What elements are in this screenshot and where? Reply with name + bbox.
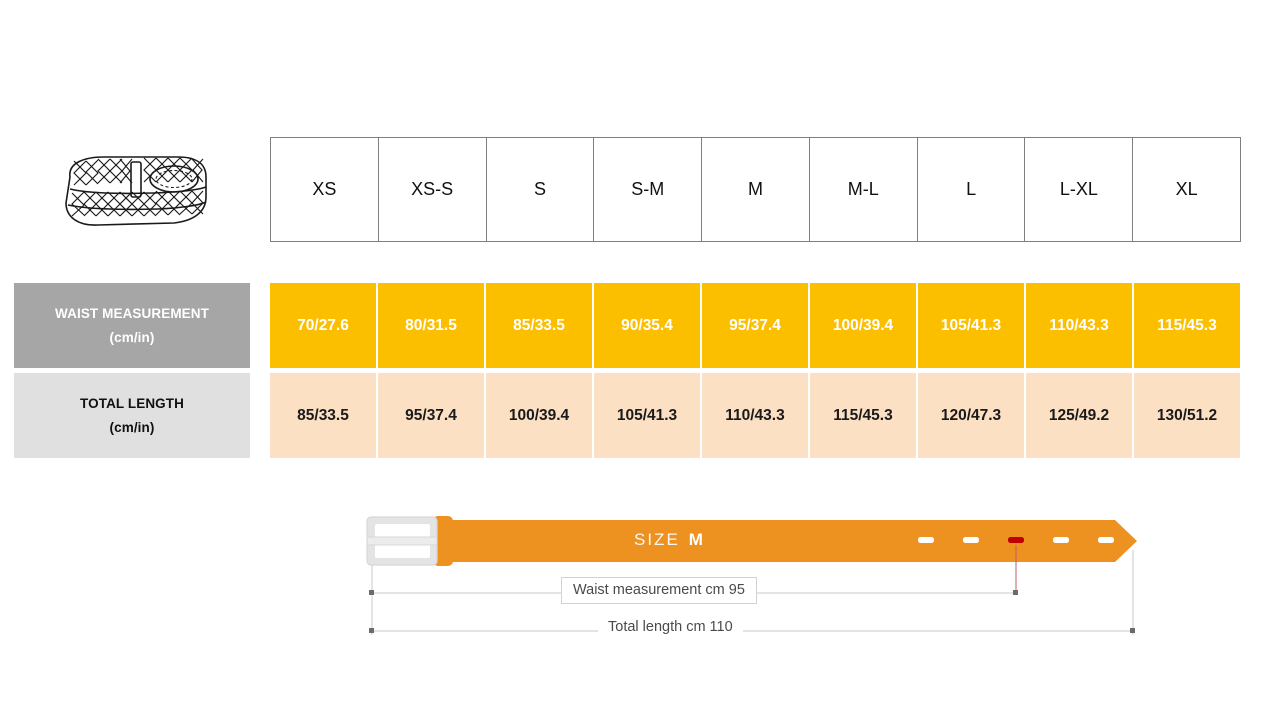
- total-length-marker-right: [1130, 628, 1135, 633]
- waist-cell: 105/41.3: [918, 283, 1024, 368]
- belt-hole: [1053, 537, 1069, 543]
- size-label: S: [533, 179, 546, 199]
- length-cell: 85/33.5: [270, 373, 376, 458]
- size-label: M-L: [847, 179, 879, 199]
- size-label: XL: [1175, 179, 1198, 199]
- belt-hole: [918, 537, 934, 543]
- waist-label-main: WAIST MEASUREMENT: [55, 305, 209, 321]
- belt-hole: [963, 537, 979, 543]
- size-header-cell-s: S: [485, 137, 595, 242]
- size-label: L-XL: [1059, 179, 1098, 199]
- size-badge-value: M: [688, 530, 703, 549]
- length-cell: 100/39.4: [486, 373, 592, 458]
- waist-dimension-marker-left: [369, 590, 374, 595]
- total-length-dimension-label: Total length cm 110: [598, 619, 743, 635]
- size-header-cell-s-m: S-M: [593, 137, 703, 242]
- size-header-cell-xs-s: XS-S: [377, 137, 487, 242]
- total-length-label: TOTAL LENGTH (cm/in): [14, 373, 250, 458]
- length-cell: 125/49.2: [1026, 373, 1132, 458]
- length-cell: 95/37.4: [378, 373, 484, 458]
- length-cell: 130/51.2: [1134, 373, 1240, 458]
- length-label-unit: (cm/in): [109, 419, 155, 435]
- braided-belt-illustration: [65, 156, 207, 226]
- waist-cell: 85/33.5: [486, 283, 592, 368]
- waist-label-unit: (cm/in): [109, 329, 155, 345]
- waist-value-cells: 70/27.6 80/31.5 85/33.5 90/35.4 95/37.4 …: [270, 283, 1240, 368]
- total-length-row: TOTAL LENGTH (cm/in) 85/33.5 95/37.4 100…: [14, 373, 1240, 458]
- waist-cell: 80/31.5: [378, 283, 484, 368]
- length-cell: 110/43.3: [702, 373, 808, 458]
- size-badge-word: SIZE: [634, 530, 680, 549]
- length-cell: 105/41.3: [594, 373, 700, 458]
- size-header-cell-xl: XL: [1132, 137, 1242, 242]
- waist-measurement-row: WAIST MEASUREMENT (cm/in) 70/27.6 80/31.…: [14, 283, 1240, 368]
- belt-buckle-prong-bar: [367, 537, 437, 545]
- size-header-cell-l-xl: L-XL: [1024, 137, 1134, 242]
- size-label: M: [748, 179, 764, 199]
- length-cell: 115/45.3: [810, 373, 916, 458]
- size-header-cell-m: M: [701, 137, 810, 242]
- waist-measurement-label: WAIST MEASUREMENT (cm/in): [14, 283, 250, 368]
- waist-cell: 100/39.4: [810, 283, 916, 368]
- belt-strap: [450, 520, 1137, 562]
- waist-dimension-label: Waist measurement cm 95: [561, 577, 757, 604]
- waist-cell: 90/35.4: [594, 283, 700, 368]
- size-label: XS: [312, 179, 337, 199]
- belt-buckle-outline: [366, 516, 438, 566]
- size-header-cell-m-l: M-L: [808, 137, 918, 242]
- total-length-marker-left: [369, 628, 374, 633]
- size-header-table: XS XS-S S S-M M M-L L L-XL XL: [270, 137, 1242, 242]
- size-label: XS-S: [411, 179, 454, 199]
- waist-cell: 70/27.6: [270, 283, 376, 368]
- belt-hole: [1098, 537, 1114, 543]
- length-cell: 120/47.3: [918, 373, 1024, 458]
- belt-hole-selected: [1008, 537, 1024, 543]
- belt-size-badge: SIZE M: [634, 530, 703, 550]
- belt-keeper-loop: [433, 516, 453, 566]
- size-header-cell-xs: XS: [270, 137, 379, 242]
- size-label: S-M: [631, 179, 665, 199]
- waist-cell: 115/45.3: [1134, 283, 1240, 368]
- waist-dimension-marker-right: [1013, 590, 1018, 595]
- waist-cell: 110/43.3: [1026, 283, 1132, 368]
- size-header-cell-l: L: [916, 137, 1026, 242]
- length-value-cells: 85/33.5 95/37.4 100/39.4 105/41.3 110/43…: [270, 373, 1240, 458]
- waist-cell: 95/37.4: [702, 283, 808, 368]
- size-label: L: [966, 179, 977, 199]
- length-label-main: TOTAL LENGTH: [80, 395, 184, 411]
